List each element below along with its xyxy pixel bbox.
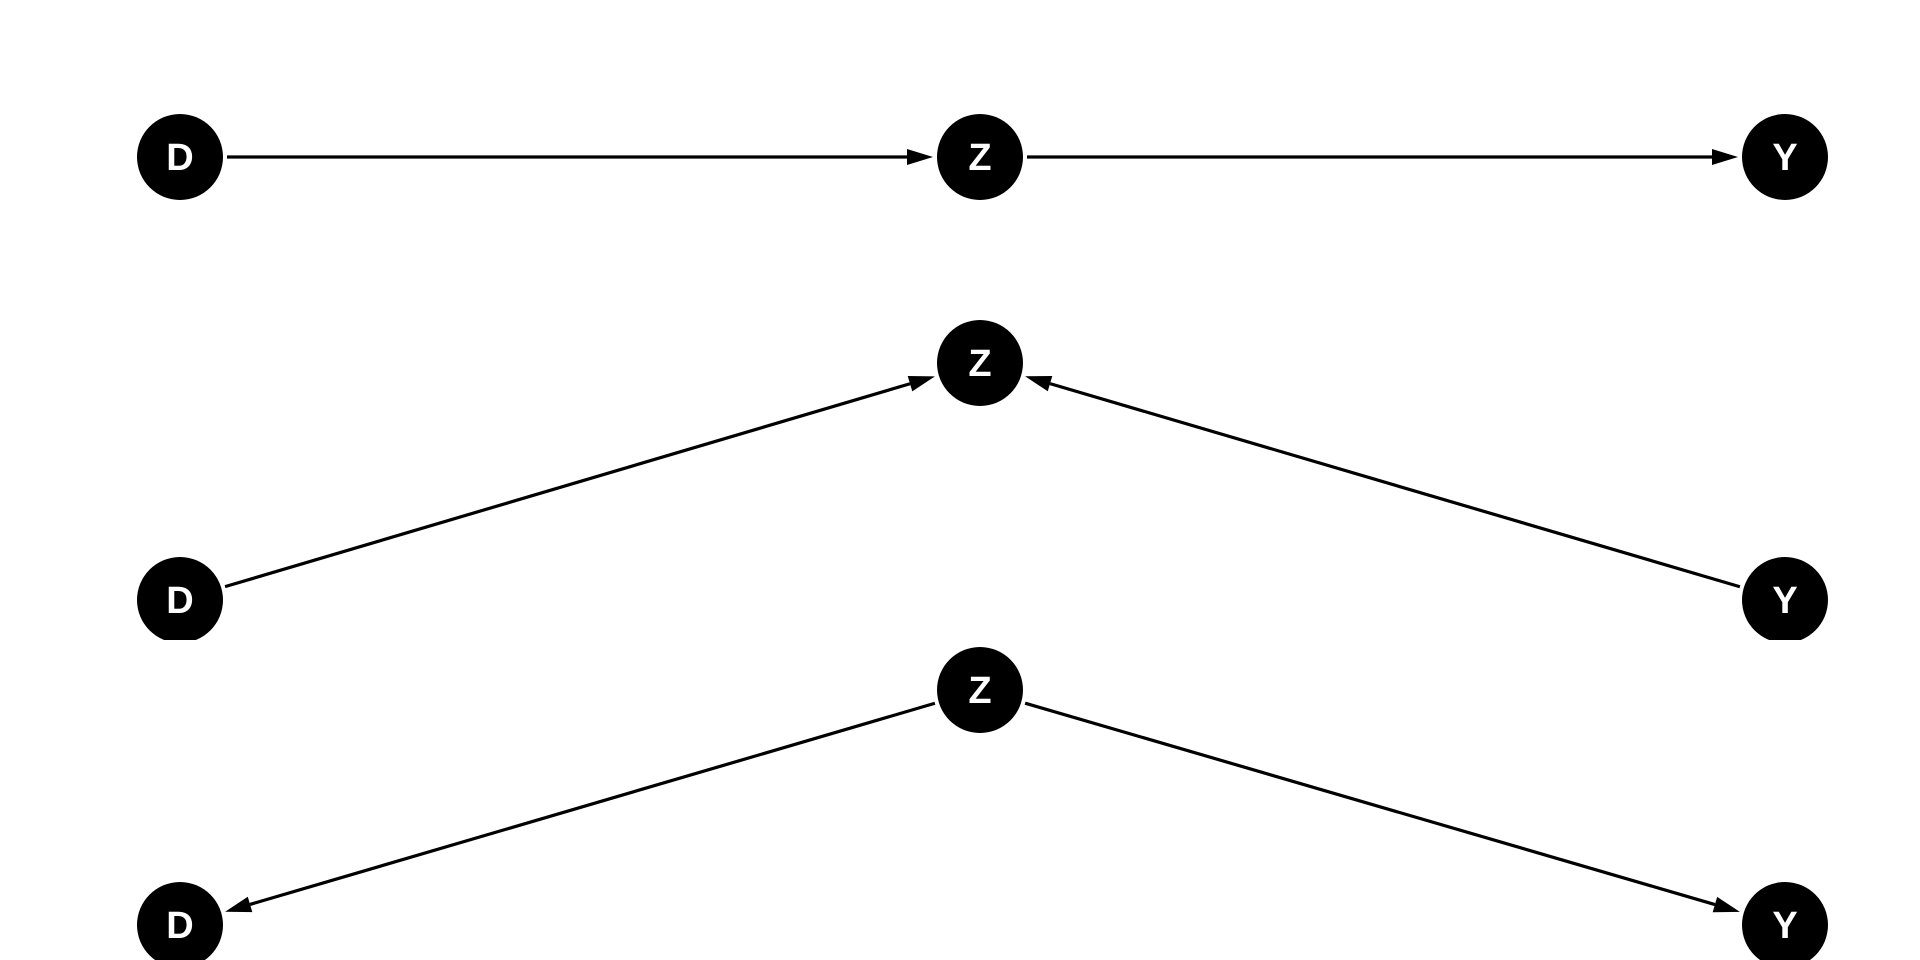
dag-node-y[interactable]: Y xyxy=(1742,114,1828,200)
node-circle-d xyxy=(137,882,223,960)
arrowhead-Y-to-Z xyxy=(1025,375,1053,392)
arrowhead-D-to-Z xyxy=(907,149,933,165)
dag-panel-fork: D Z Y xyxy=(0,640,1920,960)
dag-node-y[interactable]: Y xyxy=(1742,882,1828,960)
node-circle-y xyxy=(1742,114,1828,200)
node-circle-z xyxy=(937,114,1023,200)
arrowhead-Z-to-Y xyxy=(1712,896,1740,913)
dag-node-d[interactable]: D xyxy=(137,557,223,640)
dag-node-z[interactable]: Z xyxy=(937,320,1023,406)
node-label-z: Z xyxy=(968,137,991,179)
node-circle-y xyxy=(1742,882,1828,960)
dag-graph-collider: D Z Y xyxy=(137,320,1828,640)
arrowhead-Z-to-D xyxy=(225,896,253,913)
node-circle-d xyxy=(137,557,223,640)
edge-Z-to-D xyxy=(249,701,936,906)
arrowhead-D-to-Z xyxy=(907,376,935,392)
node-label-d: D xyxy=(166,905,193,947)
dag-node-z[interactable]: Z xyxy=(937,114,1023,200)
dag-node-d[interactable]: D xyxy=(137,882,223,960)
dag-node-y[interactable]: Y xyxy=(1742,557,1828,640)
edge-Y-to-Z xyxy=(1049,382,1741,589)
node-label-d: D xyxy=(166,137,193,179)
node-label-y: Y xyxy=(1772,137,1797,179)
node-label-y: Y xyxy=(1772,580,1797,622)
node-label-d: D xyxy=(166,580,193,622)
node-circle-d xyxy=(137,114,223,200)
dag-graph-fork: D Z Y xyxy=(137,647,1828,960)
dag-panel-collider: D Z Y xyxy=(0,320,1920,640)
dag-node-z[interactable]: Z xyxy=(937,647,1023,733)
edge-Z-to-Y xyxy=(1024,701,1716,907)
node-circle-z xyxy=(937,320,1023,406)
node-circle-z xyxy=(937,647,1023,733)
node-label-y: Y xyxy=(1772,905,1797,947)
arrowhead-Z-to-Y xyxy=(1712,149,1738,165)
edge-D-to-Z xyxy=(224,382,911,589)
node-label-z: Z xyxy=(968,343,991,385)
dag-node-d[interactable]: D xyxy=(137,114,223,200)
node-circle-y xyxy=(1742,557,1828,640)
node-label-z: Z xyxy=(968,670,991,712)
